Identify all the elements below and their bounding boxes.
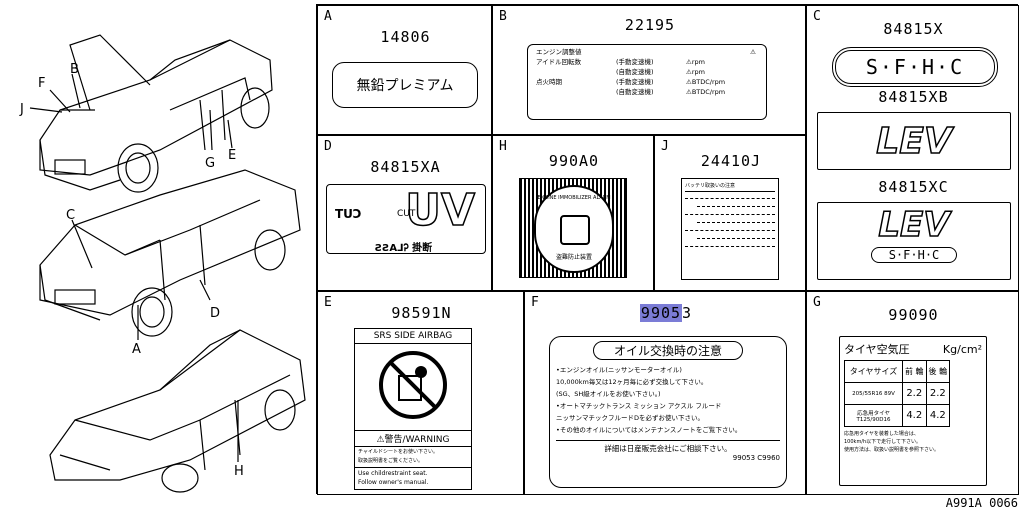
- lev-sfhc-emblem: LEV S·F·H·C: [817, 202, 1011, 280]
- part-number: 99090: [888, 306, 939, 324]
- cell-A[interactable]: A 14806 無鉛プレミアム: [317, 5, 492, 135]
- sfhc-emblem: S·F·H·C: [832, 47, 998, 87]
- callout-G: G: [205, 156, 216, 171]
- part-number: 14806: [380, 28, 431, 46]
- callout-E: E: [228, 148, 237, 163]
- parts-label-grid: A 14806 無鉛プレミアム B 22195 エンジン調整値⚠ アイドル回転数…: [316, 4, 1019, 495]
- callout-D: D: [210, 306, 221, 321]
- part-number: 990A0: [548, 152, 600, 170]
- part-number-2: 84815XB: [878, 88, 949, 106]
- diagram-code: A991A 0066: [945, 496, 1018, 510]
- cell-J[interactable]: J 24410J バッテリ取扱いの注意: [654, 135, 806, 291]
- unleaded-premium-label: 無鉛プレミアム: [332, 62, 478, 108]
- srs-airbag-label: SRS SIDE AIRBAG ⚠警告/WARNING チャイルドシートをお使い…: [354, 328, 472, 490]
- callout-J: J: [20, 102, 24, 117]
- callout-H: H: [234, 464, 244, 479]
- part-number-1: 84815X: [883, 20, 944, 38]
- battery-caution-label: バッテリ取扱いの注意: [681, 178, 779, 280]
- callout-B: B: [70, 62, 79, 77]
- engine-tuning-label: エンジン調整値⚠ アイドル回転数(手動変速機)⚠rpm (自動変速機)⚠rpm …: [527, 44, 767, 120]
- callout-C: C: [66, 208, 76, 223]
- oil-change-caution-label: オイル交換時の注意 •エンジンオイル(ニッサンモーターオイル) 10,000km…: [549, 336, 787, 488]
- cell-E[interactable]: E 98591N SRS SIDE AIRBAG ⚠警告/WARNING チャイ…: [317, 291, 524, 495]
- cell-D[interactable]: D 84815XA TUϽ UV CUT ƧƧA⅃Ꭾ 掛断: [317, 135, 492, 291]
- no-child-seat-icon: [379, 351, 447, 419]
- uv-cut-glass-label: TUϽ UV CUT ƧƧA⅃Ꭾ 掛断: [326, 184, 486, 254]
- cell-G[interactable]: G 99090 タイヤ空気圧 Kg/cm² タイヤサイズ前 輪後 輪 205/5…: [806, 291, 1019, 495]
- cell-H[interactable]: H 990A0 ENGINE IMMOBILIZER ALARM 盗難防止装置: [492, 135, 654, 291]
- callout-A: A: [132, 342, 141, 357]
- lev-emblem: LEV: [817, 112, 1011, 170]
- tire-pressure-label: タイヤ空気圧 Kg/cm² タイヤサイズ前 輪後 輪 205/55R16 89V…: [839, 336, 987, 486]
- part-number: 98591N: [391, 304, 452, 322]
- part-number: 84815XA: [370, 158, 441, 176]
- part-number: 99053: [639, 304, 693, 322]
- part-number: 24410J: [700, 152, 762, 170]
- callout-F: F: [38, 76, 46, 91]
- immobilizer-label: ENGINE IMMOBILIZER ALARM 盗難防止装置: [519, 178, 627, 278]
- part-number-3: 84815XC: [878, 178, 949, 196]
- highlighted-part-number[interactable]: 9905: [639, 304, 683, 322]
- vehicle-illustrations: [29, 34, 306, 493]
- cell-B[interactable]: B 22195 エンジン調整値⚠ アイドル回転数(手動変速機)⚠rpm (自動変…: [492, 5, 806, 135]
- cell-C[interactable]: C 84815X S·F·H·C 84815XB LEV 84815XC LEV…: [806, 5, 1019, 291]
- cell-F[interactable]: F 99053 オイル交換時の注意 •エンジンオイル(ニッサンモーターオイル) …: [524, 291, 806, 495]
- part-number: 22195: [624, 16, 676, 34]
